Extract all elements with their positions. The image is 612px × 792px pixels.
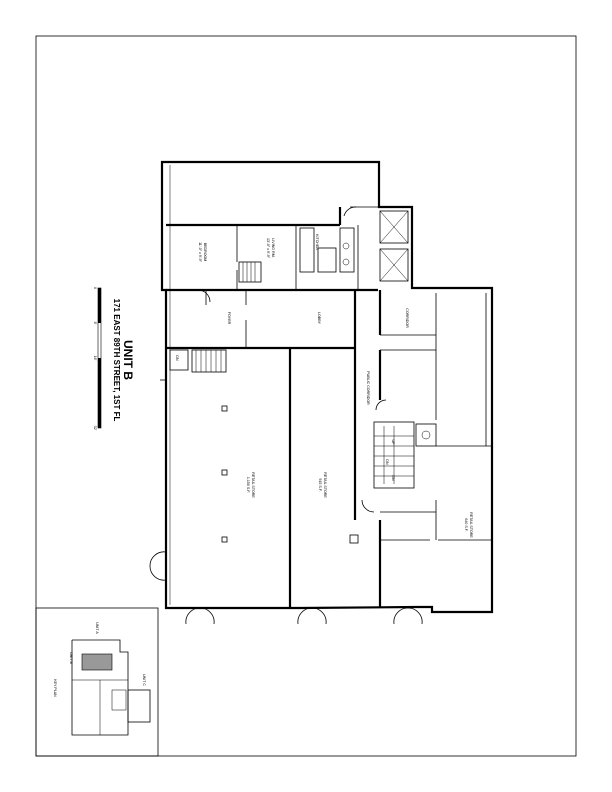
key-plan: UNIT A UNIT B UNIT C KEY PLAN	[53, 622, 151, 736]
stair-label-1: DN	[175, 355, 179, 361]
key-plan-frame	[35, 607, 159, 757]
sheet-border	[35, 35, 577, 757]
key-plan-label: KEY PLAN	[53, 679, 57, 697]
stair-label-4: DN	[385, 459, 389, 465]
key-plan-unit-a: UNIT A	[95, 622, 99, 634]
retail-store-1-label: RETAIL STORE	[251, 472, 255, 498]
living-room-dims: 13'-0" x 9'-9"	[266, 238, 270, 259]
scale-tick-32: 32'	[93, 426, 97, 431]
scale-tick-16: 16'	[93, 356, 97, 361]
bedroom-label: BEDROOM	[203, 243, 207, 262]
key-plan-unit-b: UNIT B	[69, 652, 73, 664]
stair-label-3: DN	[391, 475, 395, 481]
stair-label-2: UP	[391, 440, 395, 446]
living-room-label: LIVING RM.	[271, 238, 275, 257]
kitchen-label: KITCHEN	[315, 234, 319, 250]
scale-tick-8: 8'	[93, 322, 97, 325]
retail-store-1-area: 1,150 S.F.	[246, 477, 250, 493]
title-block: UNIT B 171 EAST 89TH STREET, 1ST FL	[112, 299, 135, 422]
exterior-wall	[160, 160, 494, 614]
scale-bar: 0 8' 16' 32'	[93, 287, 102, 431]
scale-tick-0: 0	[93, 287, 97, 289]
address-line: 171 EAST 89TH STREET, 1ST FL	[112, 299, 121, 422]
retail-store-2-label: RETAIL STORE	[323, 472, 327, 498]
corridor-label: CORRIDOR	[405, 308, 409, 328]
foyer-label: FOYER	[227, 312, 231, 325]
retail-store-3-area: 640 S.F.	[464, 518, 468, 531]
floor-plan: RETAIL STORE 1,150 S.F. RETAIL STORE 915…	[149, 160, 494, 625]
public-corridor-label: PUBLIC CORRIDOR	[366, 371, 370, 405]
bedroom-dims: 11'-0" x 9'-9"	[198, 242, 202, 263]
key-plan-unit-c: UNIT C	[142, 674, 146, 686]
lobby-label: LOBBY	[317, 312, 321, 325]
retail-store-2-area: 915 S.F.	[318, 478, 322, 491]
unit-title: UNIT B	[121, 340, 135, 380]
retail-store-3-label: RETAIL STORE	[469, 512, 473, 538]
